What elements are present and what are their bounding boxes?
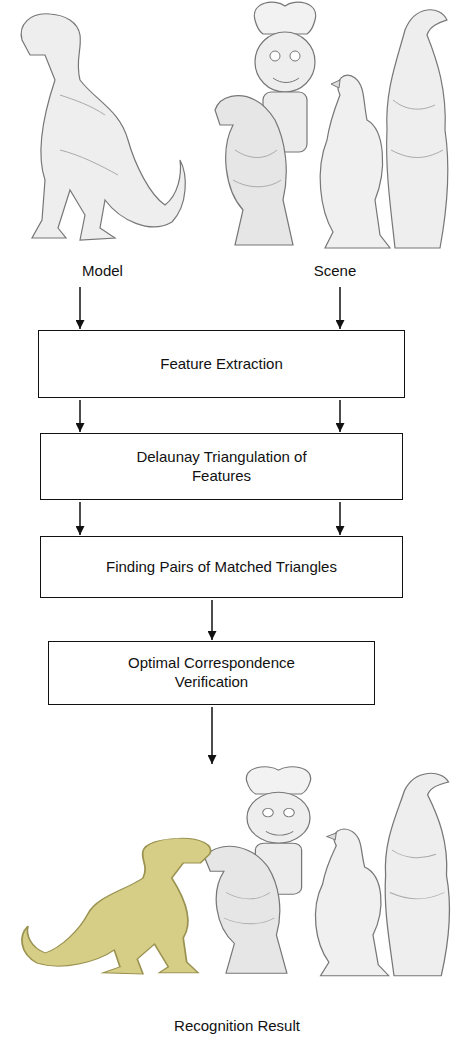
flow-arrow [211,707,213,764]
model-figure: Model [15,5,190,285]
step-label: Feature Extraction [160,355,283,374]
process-box: Delaunay Triangulation of Features [40,433,403,500]
figure-caption: Recognition Result [174,1017,300,1036]
step-label: Finding Pairs of Matched Triangles [106,558,337,577]
flow-arrow [339,400,341,432]
flow-arrow [339,287,341,329]
recognized-model [22,838,211,974]
scene-illustration [215,2,448,248]
flow-arrow [79,400,81,432]
process-box: Optimal Correspondence Verification [48,641,375,705]
result-scene-illustration [205,767,450,976]
process-box: Feature Extraction [38,330,405,398]
result-figure: Recognition Result [22,765,452,1040]
flow-arrow [339,502,341,535]
step-label: Delaunay Triangulation of Features [122,448,322,486]
scene-figure: Scene [215,0,455,285]
figure-caption: Scene [314,262,357,281]
step-label: Optimal Correspondence Verification [112,654,312,692]
flow-arrow [79,502,81,535]
flow-arrow [211,600,213,640]
model-illustration [21,14,185,240]
process-box: Finding Pairs of Matched Triangles [40,536,403,598]
model-shading [60,95,118,175]
flow-arrow [79,287,81,329]
figure-caption: Model [82,262,123,281]
